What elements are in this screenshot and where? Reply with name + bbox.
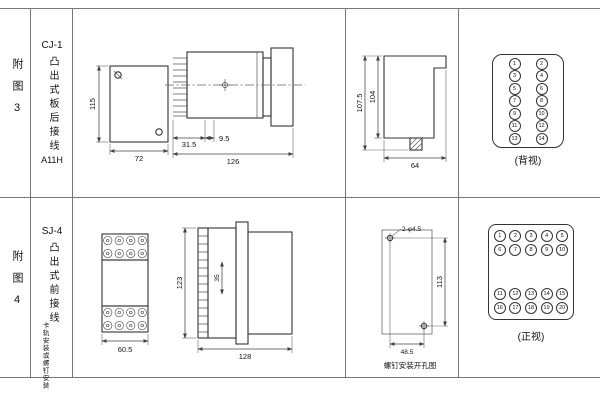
dim-104: 104 xyxy=(368,91,377,104)
terminal-circle: 4 xyxy=(540,230,553,242)
grid-line-v1 xyxy=(30,8,31,377)
terminal-circle: 8 xyxy=(535,95,548,107)
terminal-circle: 2 xyxy=(535,57,548,70)
dim-9-5: 9.5 xyxy=(219,134,229,143)
terminal-circle: 14 xyxy=(540,288,553,300)
model-cj1: CJ-1 xyxy=(41,40,63,51)
mounting-note: 卡轨安装或螺钉安装 xyxy=(41,322,49,390)
terminal-circle: 6 xyxy=(493,244,506,256)
back-view-label: (背视) xyxy=(514,156,542,167)
terminal-circle: 11 xyxy=(508,120,521,132)
terminal-circle: 8 xyxy=(524,244,537,256)
terminal-circle: 10 xyxy=(556,244,569,256)
terminal-circle: 1 xyxy=(493,230,506,242)
terminal-circle: 17 xyxy=(509,302,522,314)
terminal-circle: 7 xyxy=(508,95,521,107)
terminal-circle: 12 xyxy=(535,120,548,132)
terminal-circle: 5 xyxy=(556,230,569,242)
dim-107-5: 107.5 xyxy=(355,94,364,113)
terminal-circle: 19 xyxy=(540,302,553,314)
terminal-circle: 2 xyxy=(509,230,522,242)
terminal-circle: 3 xyxy=(508,70,521,82)
sj4-front-view-drawing: 60.5 xyxy=(101,233,149,354)
cj1-front-view-drawing: 115 72 xyxy=(88,65,169,163)
dim-31-5: 31.5 xyxy=(182,140,197,149)
terminal-circle: 18 xyxy=(524,302,537,314)
dim-123: 123 xyxy=(175,277,184,290)
terminal-circle: 4 xyxy=(535,70,548,82)
grid-line-middle xyxy=(0,197,600,198)
grid-line-top xyxy=(0,8,600,9)
dim-60-5: 60.5 xyxy=(118,345,133,354)
terminal-circle: 10 xyxy=(535,107,548,120)
terminal-circle: 16 xyxy=(493,302,506,314)
terminal-circle: 13 xyxy=(524,288,537,300)
dim-64: 64 xyxy=(411,161,419,170)
terminal-circle: 12 xyxy=(509,288,522,300)
dim-35: 35 xyxy=(214,274,221,282)
sj4-side-view-drawing: 123 35 128 xyxy=(175,221,293,361)
terminal-circle: 20 xyxy=(556,302,569,314)
terminal-circle: 7 xyxy=(509,244,522,256)
terminal-circle: 9 xyxy=(540,244,553,256)
cj1-side-view-drawing: 31.5 9.5 126 xyxy=(165,47,305,166)
dim-113: 113 xyxy=(435,276,444,288)
front-view-label: (正视) xyxy=(517,332,545,343)
terminal-circle: 1 xyxy=(508,57,521,70)
grid-line-v2 xyxy=(72,8,73,377)
type-desc-sj4: 凸出式前接线 xyxy=(47,242,58,326)
figure-label-3: 附图3 xyxy=(11,58,23,125)
terminal-circle: 9 xyxy=(508,107,521,120)
model-sj4: SJ-4 xyxy=(41,226,63,237)
sj4-drill-diagram: 2-φ4.5 113 48.5 xyxy=(381,226,448,356)
code-a11h: A11H xyxy=(41,155,63,165)
dim-128: 128 xyxy=(239,352,252,361)
terminal-circle: 15 xyxy=(556,288,569,300)
dim-126: 126 xyxy=(227,157,240,166)
dim-115: 115 xyxy=(88,98,97,110)
type-desc-cj1: 凸出式板后接线 xyxy=(47,56,58,154)
grid-line-v4 xyxy=(458,8,459,377)
terminal-circle: 14 xyxy=(535,132,548,145)
grid-line-v3 xyxy=(345,8,346,377)
cj1-rear-view-drawing: 107.5 104 64 xyxy=(355,55,447,170)
terminal-circle: 6 xyxy=(535,82,548,95)
dim-48-5: 48.5 xyxy=(401,349,414,356)
terminal-circle: 13 xyxy=(508,132,521,145)
hole-callout: 2-φ4.5 xyxy=(402,226,421,233)
terminal-circle: 3 xyxy=(524,230,537,242)
drill-diagram-caption: 螺钉安装开孔图 xyxy=(383,361,437,370)
terminal-circle: 11 xyxy=(493,288,506,300)
dim-72: 72 xyxy=(135,154,143,163)
grid-line-bottom xyxy=(0,377,600,378)
figure-label-4: 附图4 xyxy=(11,250,23,317)
terminal-circle: 5 xyxy=(508,82,521,95)
